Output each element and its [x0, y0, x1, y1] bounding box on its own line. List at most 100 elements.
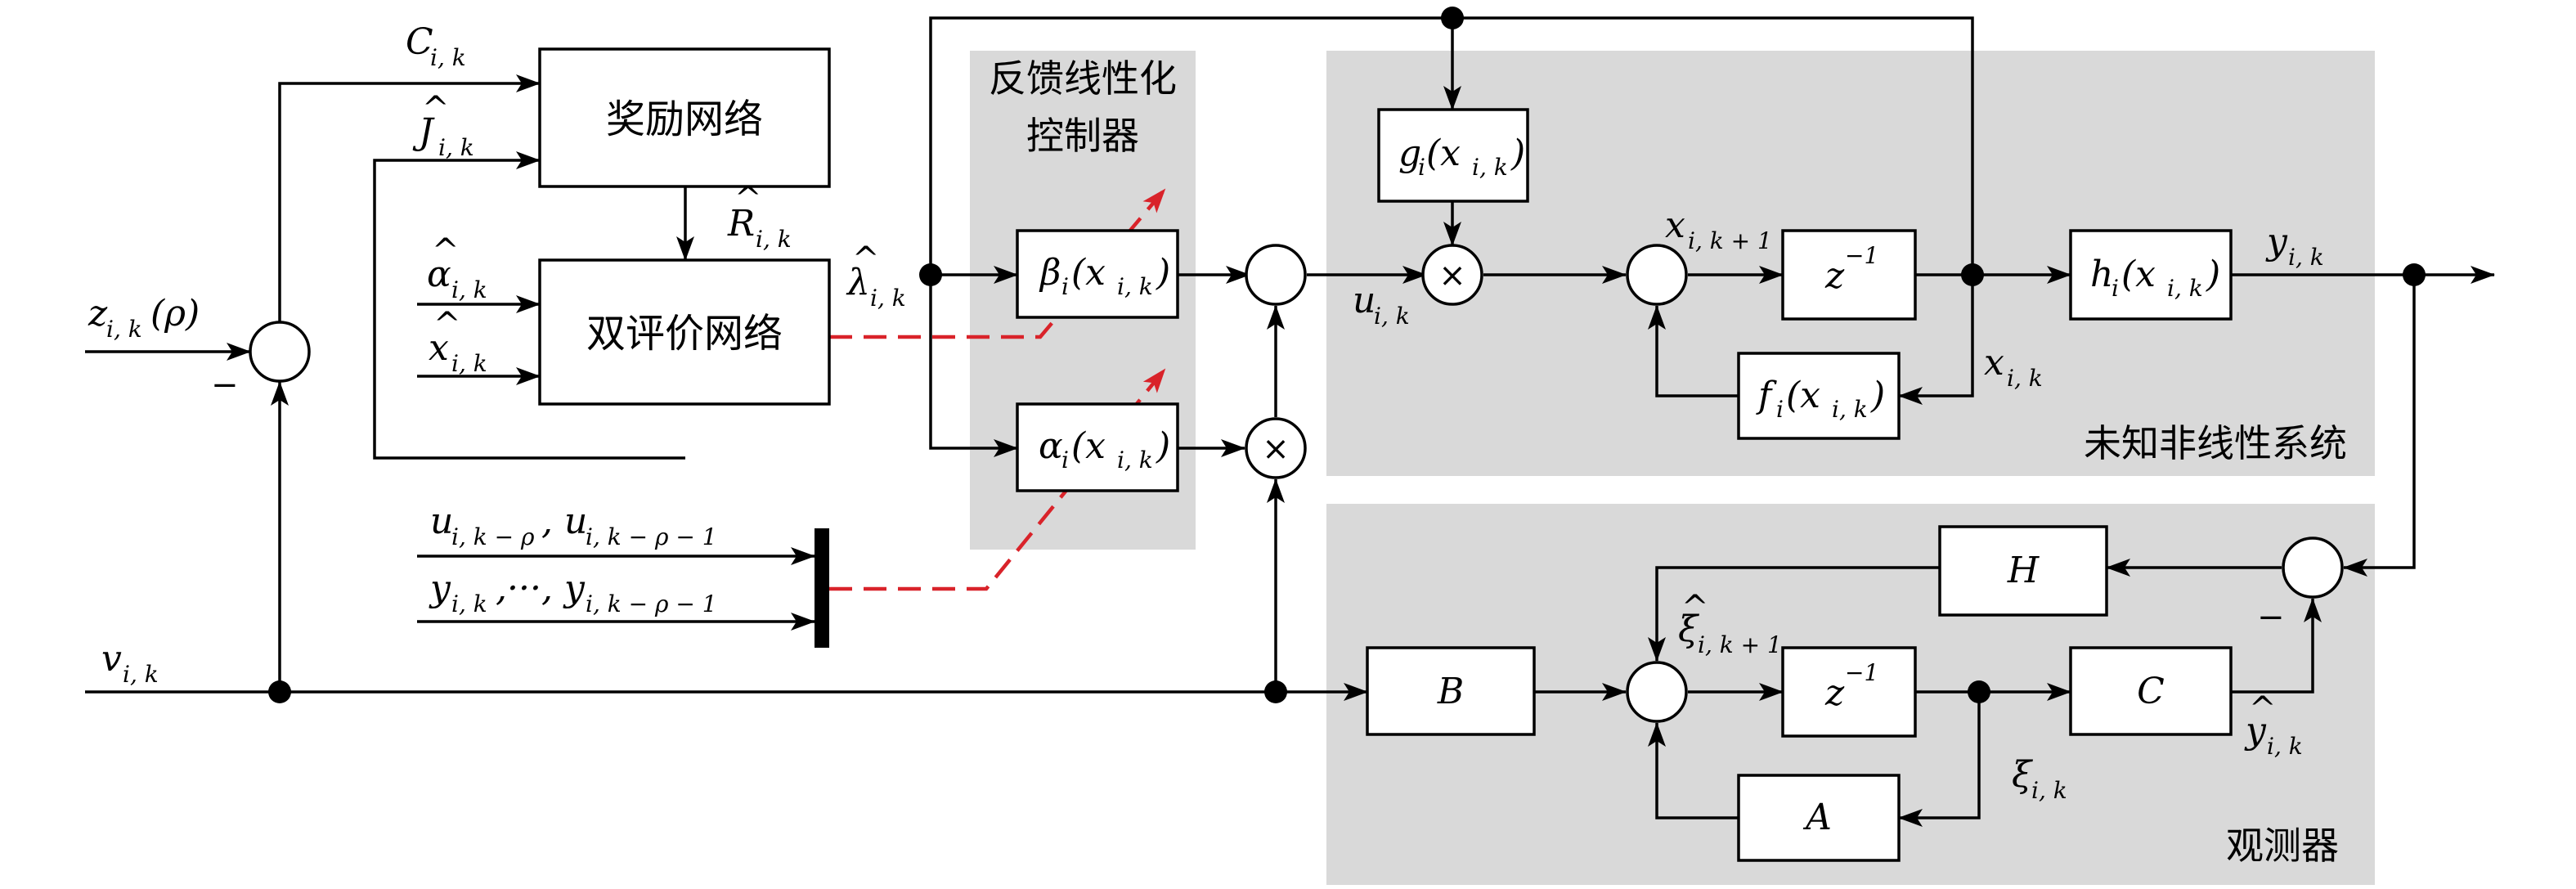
svg-text:^: ^	[734, 180, 762, 218]
minus-sign-input: −	[211, 366, 239, 404]
svg-text:^: ^	[1681, 589, 1709, 626]
svg-text:v: v	[101, 638, 122, 680]
label-y-ik: y i, k	[2265, 221, 2324, 271]
label-y-hat: ^ y i, k	[2244, 690, 2303, 760]
h-block-label: h i (x i, k )	[2090, 254, 2220, 302]
dual-critic-network-label: 双评价网络	[586, 311, 783, 357]
svg-text:i, k: i, k	[430, 44, 466, 71]
svg-text:C: C	[406, 21, 433, 63]
history-bar	[815, 528, 829, 648]
svg-text:x: x	[1665, 204, 1685, 246]
svg-text:y: y	[563, 568, 586, 609]
svg-text:x: x	[429, 327, 449, 369]
g-block	[1377, 108, 1529, 203]
svg-text:u: u	[1353, 280, 1376, 321]
label-alpha-hat: ^ α i, k	[427, 232, 487, 303]
svg-text:z: z	[88, 293, 108, 334]
svg-text:i: i	[1061, 273, 1069, 300]
H-block	[1938, 525, 2108, 617]
B-block-label: B	[1437, 671, 1464, 712]
svg-text:^: ^	[433, 306, 461, 343]
h-block	[2069, 229, 2233, 321]
svg-text:i, k: i, k	[2007, 365, 2043, 392]
svg-text:ξ: ξ	[1678, 608, 1700, 650]
svg-text:y: y	[2265, 221, 2288, 263]
svg-text:): )	[1156, 425, 1170, 467]
label-y-history: y i, k ,···, y i, k − ρ − 1	[429, 568, 717, 617]
label-x-ik: x i, k	[1984, 342, 2043, 392]
svg-text:−1: −1	[1845, 242, 1878, 269]
C-block-label: C	[2137, 671, 2165, 712]
svg-text:i, k + 1: i, k + 1	[1698, 631, 1782, 658]
svg-text:^: ^	[422, 90, 450, 128]
H-block-label: H	[2007, 550, 2040, 591]
observer-label: 观测器	[2226, 824, 2339, 868]
label-R-hat: ^ R i, k	[727, 180, 792, 253]
svg-text:×: ×	[1262, 430, 1290, 468]
svg-text:i, k − ρ: i, k − ρ	[451, 523, 535, 550]
svg-text:(x: (x	[1426, 132, 1461, 174]
svg-text:−1: −1	[1845, 659, 1878, 686]
label-xi-ik: ξ i, k	[2012, 754, 2067, 804]
label-x-next: x i, k + 1	[1665, 204, 1772, 254]
svg-text:i, k: i, k	[451, 590, 487, 617]
svg-text:i, k: i, k	[451, 276, 487, 303]
svg-text:(x: (x	[1071, 425, 1106, 467]
beta-block	[1016, 229, 1179, 319]
svg-text:^: ^	[2249, 690, 2277, 728]
svg-text:^: ^	[432, 232, 460, 270]
reward-network-block	[538, 47, 831, 188]
label-C-ik: C i, k	[406, 21, 466, 71]
A-block	[1737, 774, 1901, 862]
feedback-controller-label-2: 控制器	[1026, 114, 1139, 158]
svg-text:i, k: i, k	[756, 226, 792, 253]
label-x-hat: ^ x i, k	[429, 306, 487, 377]
label-z-ik: z i, k (ρ)	[88, 293, 200, 343]
control-summing-junction	[1245, 244, 1307, 306]
label-u-history: u i, k − ρ , u i, k − ρ − 1	[430, 501, 717, 550]
svg-text:(x: (x	[2121, 254, 2156, 295]
svg-text:h: h	[2090, 254, 2113, 295]
svg-text:i: i	[1776, 396, 1784, 423]
label-u-ik: u i, k	[1353, 280, 1410, 330]
svg-text:i, k: i, k	[438, 134, 474, 161]
svg-text:i, k: i, k	[1374, 303, 1410, 330]
label-v-ik: v i, k	[101, 638, 159, 688]
svg-text:y: y	[2244, 710, 2267, 752]
C-block	[2069, 646, 2233, 736]
delay-block-observer-label: z −1	[1824, 659, 1878, 714]
svg-text:ξ: ξ	[2012, 754, 2034, 796]
svg-text:): )	[1510, 132, 1525, 174]
svg-text:y: y	[429, 568, 451, 609]
A-block-label: A	[1802, 797, 1832, 838]
svg-text:J: J	[412, 111, 435, 153]
dual-critic-network-block	[538, 258, 831, 406]
svg-text:u: u	[430, 501, 453, 542]
junction-dots	[268, 7, 2426, 703]
svg-text:): )	[2206, 254, 2220, 295]
feedback-controller-label-1: 反馈线性化	[989, 56, 1177, 101]
label-xi-next: ^ ξ i, k + 1	[1678, 589, 1782, 658]
unknown-system-label: 未知非线性系统	[2084, 421, 2347, 465]
label-lambda-hat: ^ λ i, k	[846, 240, 906, 312]
error-summing-junction	[2282, 537, 2344, 599]
svg-text:i, k: i, k	[451, 350, 487, 377]
svg-text:): )	[1870, 375, 1885, 416]
g-block-label: g i (x i, k )	[1398, 132, 1525, 181]
alpha-block-label: α i (x i, k )	[1039, 425, 1170, 474]
svg-text:i, k: i, k	[106, 316, 142, 343]
svg-text:i, k − ρ − 1: i, k − ρ − 1	[586, 590, 717, 617]
svg-text:x: x	[1984, 342, 2004, 384]
delay-block-system-label: z −1	[1824, 242, 1878, 297]
svg-text:×: ×	[1438, 257, 1466, 294]
svg-text:(ρ): (ρ)	[150, 293, 200, 334]
svg-text:i, k: i, k	[2031, 777, 2067, 804]
state-summing-junction	[1626, 244, 1688, 306]
svg-text:(x: (x	[1786, 375, 1820, 416]
svg-text:i, k: i, k	[2267, 733, 2303, 760]
g-multiplier: ×	[1421, 244, 1483, 306]
svg-text:i, k: i, k	[123, 661, 159, 688]
f-block-label: f i (x i, k )	[1756, 375, 1885, 423]
svg-text:i: i	[1061, 447, 1069, 474]
